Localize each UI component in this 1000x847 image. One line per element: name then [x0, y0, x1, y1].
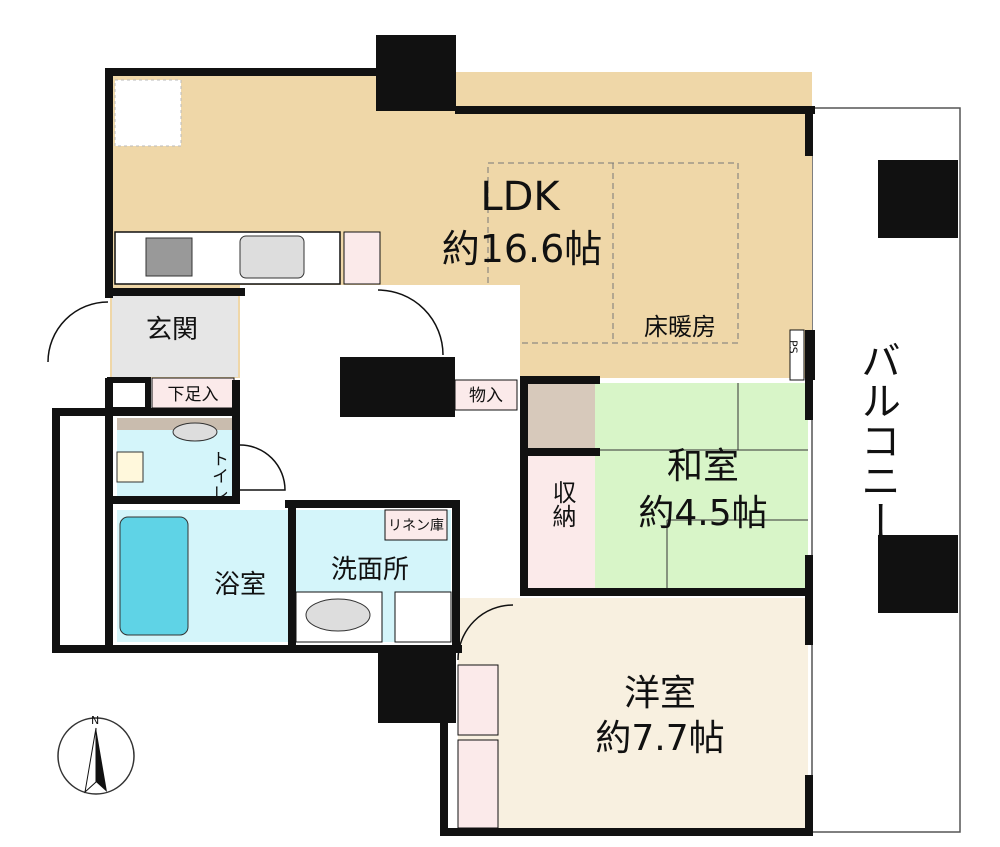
room-bath: 浴室	[117, 510, 292, 642]
genkan-label: 玄関	[146, 315, 198, 345]
closet-label: 収納	[548, 480, 576, 528]
room-washroom: リネン庫 洗面所	[295, 509, 452, 643]
ps-label: PS	[787, 340, 800, 354]
bath-label: 浴室	[214, 570, 266, 600]
pillar	[878, 535, 958, 613]
room-toilet: トイレ	[116, 418, 286, 501]
youshitsu-size: 約7.7帖	[595, 718, 724, 759]
room-youshitsu: 洋室 約7.7帖	[457, 598, 808, 830]
pillar	[878, 160, 958, 238]
sink-icon	[239, 235, 305, 279]
toilet-icon	[116, 451, 144, 483]
toilet-door[interactable]	[239, 444, 286, 491]
linen-label: リネン庫	[388, 517, 444, 534]
getabako-label: 下足入	[168, 385, 219, 405]
youshitsu-name: 洋室	[624, 673, 696, 714]
bathtub-icon	[119, 516, 189, 636]
ldk-door[interactable]	[377, 289, 444, 356]
toilet-label: トイレ	[208, 450, 228, 501]
ldk-name: LDK	[480, 174, 561, 220]
north-compass: N	[57, 714, 135, 795]
washitsu-name: 和室	[667, 446, 739, 487]
storage2-label: 物入	[469, 386, 503, 406]
washitsu-size: 約4.5帖	[638, 493, 767, 534]
entrance-door[interactable]	[40, 301, 109, 363]
balcony: バルコニー	[811, 107, 961, 833]
stair	[528, 383, 595, 448]
ldk-size: 約16.6帖	[442, 227, 603, 271]
washbasin-icon	[305, 598, 371, 632]
room-genkan: 玄関 下足入	[40, 295, 238, 409]
floor-heating-label: 床暖房	[644, 313, 716, 341]
stove-icon	[145, 237, 193, 277]
washroom-label: 洗面所	[331, 555, 409, 585]
walls: PS	[52, 35, 815, 836]
washer-space	[394, 591, 452, 643]
room-washitsu: 収納 和室 約4.5帖	[528, 383, 808, 590]
balcony-label: バルコニー	[854, 340, 900, 540]
compass-n-label: N	[91, 714, 99, 727]
